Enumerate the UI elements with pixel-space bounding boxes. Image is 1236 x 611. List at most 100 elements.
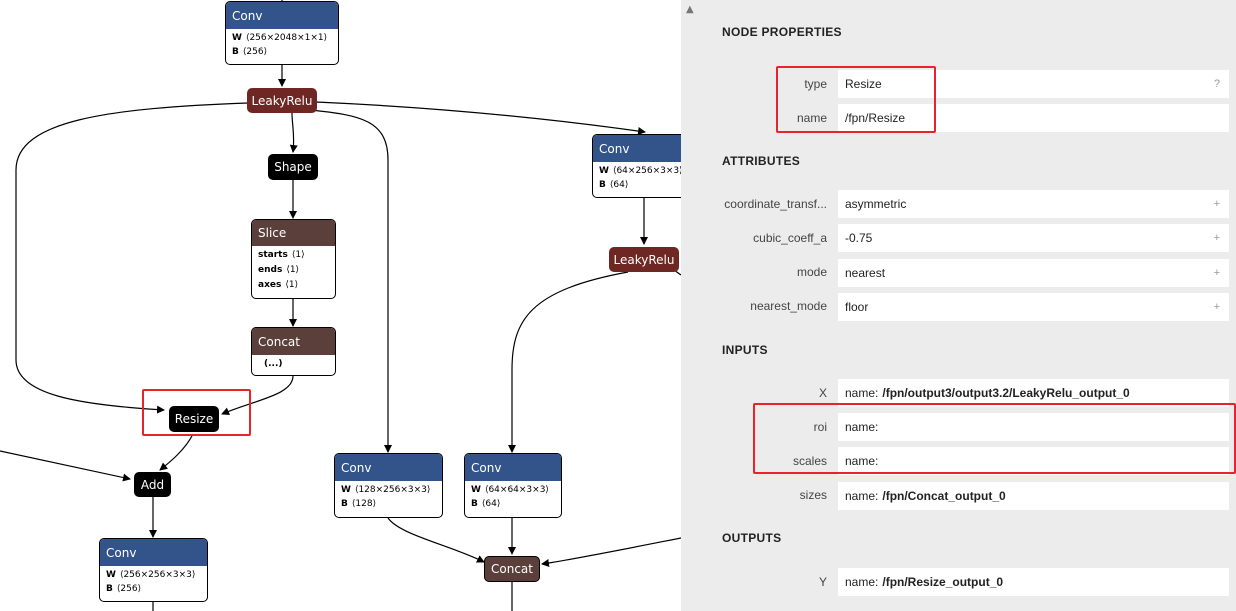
input-sizes[interactable]: name: /fpn/Concat_output_0: [838, 482, 1229, 510]
conv-node-body: W⟨64×256×3×3⟩ B⟨64⟩: [593, 162, 681, 195]
conv-node-title: Conv: [593, 135, 681, 162]
shape-node[interactable]: Shape: [268, 154, 318, 180]
bias-shape: ⟨256⟩: [116, 584, 142, 594]
weight-shape: ⟨64×256×3×3⟩: [612, 166, 681, 176]
input-name-value: /fpn/output3/output3.2/LeakyRelu_output_…: [882, 386, 1130, 400]
weight-shape: ⟨256×256×3×3⟩: [119, 570, 196, 580]
resize-label: Resize: [174, 412, 214, 426]
expand-icon[interactable]: +: [1213, 267, 1220, 279]
attr-nearest-mode[interactable]: floor +: [838, 293, 1229, 321]
bias-label: B: [471, 499, 478, 509]
properties-panel: ▲ NODE PROPERTIES type Resize ? name /fp…: [681, 0, 1236, 611]
leakyrelu-node[interactable]: LeakyRelu: [247, 88, 317, 113]
bias-shape: ⟨64⟩: [609, 180, 629, 190]
leakyrelu-label: LeakyRelu: [613, 252, 675, 267]
starts-value: ⟨1⟩: [291, 250, 305, 260]
conv-node-right[interactable]: Conv W⟨64×256×3×3⟩ B⟨64⟩: [592, 134, 681, 198]
type-value: Resize: [845, 77, 882, 91]
attr-value: -0.75: [845, 231, 873, 245]
input-name-prefix: name:: [845, 420, 879, 434]
expand-icon[interactable]: +: [1213, 232, 1220, 244]
bias-label: B: [341, 499, 348, 509]
weight-label: W: [471, 485, 481, 495]
add-node[interactable]: Add: [134, 472, 171, 497]
attr-label: mode: [796, 265, 827, 279]
attr-value: asymmetric: [845, 197, 907, 211]
input-roi[interactable]: name:: [838, 413, 1229, 441]
conv-node-top[interactable]: Conv W⟨256×2048×1×1⟩ B⟨256⟩: [225, 1, 339, 65]
bias-label: B: [599, 180, 606, 190]
conv-node-body: W⟨256×256×3×3⟩ B⟨256⟩: [100, 566, 207, 599]
concat-node[interactable]: Concat (...): [251, 327, 336, 376]
conv-node-bottom[interactable]: Conv W⟨256×256×3×3⟩ B⟨256⟩: [99, 538, 208, 602]
bias-shape: ⟨64⟩: [481, 499, 501, 509]
slice-node-title: Slice: [252, 220, 335, 246]
help-icon[interactable]: ?: [1213, 78, 1220, 90]
attr-mode[interactable]: nearest +: [838, 259, 1229, 287]
weight-shape: ⟨64×64×3×3⟩: [484, 485, 549, 495]
input-label: scales: [792, 454, 827, 468]
name-value: /fpn/Resize: [845, 111, 906, 125]
weight-shape: ⟨128×256×3×3⟩: [354, 485, 431, 495]
ends-label: ends: [258, 265, 283, 275]
attr-cubic-coeff-a[interactable]: -0.75 +: [838, 224, 1229, 252]
conv-node-mid[interactable]: Conv W⟨128×256×3×3⟩ B⟨128⟩: [334, 453, 443, 518]
name-field[interactable]: /fpn/Resize: [838, 104, 1229, 132]
slice-node[interactable]: Slice starts⟨1⟩ ends⟨1⟩ axes⟨1⟩: [251, 219, 336, 299]
input-name-prefix: name:: [845, 454, 879, 468]
input-name-prefix: name:: [845, 386, 879, 400]
output-name-value: /fpn/Resize_output_0: [882, 575, 1004, 589]
expand-icon[interactable]: +: [1213, 301, 1220, 313]
input-name-prefix: name:: [845, 489, 879, 503]
bias-label: B: [232, 47, 239, 57]
bias-label: B: [106, 584, 113, 594]
ends-value: ⟨1⟩: [286, 265, 300, 275]
weight-label: W: [232, 33, 242, 43]
output-label: Y: [818, 575, 827, 589]
output-name-prefix: name:: [845, 575, 879, 589]
name-label: name: [796, 111, 827, 125]
expand-icon[interactable]: +: [1213, 198, 1220, 210]
node-properties-title: NODE PROPERTIES: [722, 25, 842, 39]
type-field[interactable]: Resize ?: [838, 70, 1229, 98]
leakyrelu-label: LeakyRelu: [251, 93, 313, 108]
type-label: type: [804, 77, 827, 91]
axes-value: ⟨1⟩: [285, 280, 299, 290]
attr-coordinate-transform[interactable]: asymmetric +: [838, 190, 1229, 218]
input-label: roi: [813, 420, 827, 434]
concat-node-bottom[interactable]: Concat: [484, 556, 540, 582]
resize-node[interactable]: Resize: [169, 406, 219, 432]
attr-label: nearest_mode: [750, 299, 827, 313]
conv-node-title: Conv: [100, 539, 207, 566]
concat-node-title: Concat: [252, 328, 335, 355]
weight-shape: ⟨256×2048×1×1⟩: [245, 33, 328, 43]
input-x[interactable]: name: /fpn/output3/output3.2/LeakyRelu_o…: [838, 379, 1229, 407]
leakyrelu-node-right[interactable]: LeakyRelu: [609, 247, 679, 272]
attr-label: cubic_coeff_a: [753, 231, 827, 245]
outputs-title: OUTPUTS: [722, 531, 782, 545]
bias-shape: ⟨256⟩: [242, 47, 268, 57]
conv-node-mid2[interactable]: Conv W⟨64×64×3×3⟩ B⟨64⟩: [464, 453, 562, 518]
conv-node-title: Conv: [335, 454, 442, 481]
output-y[interactable]: name: /fpn/Resize_output_0: [838, 568, 1229, 596]
collapse-arrow-icon[interactable]: ▲: [686, 4, 694, 15]
conv-node-body: W⟨256×2048×1×1⟩ B⟨256⟩: [226, 29, 338, 62]
attr-label: coordinate_transf...: [724, 197, 827, 211]
axes-label: axes: [258, 280, 282, 290]
input-scales[interactable]: name:: [838, 447, 1229, 475]
attributes-title: ATTRIBUTES: [722, 154, 801, 168]
conv-node-body: W⟨64×64×3×3⟩ B⟨64⟩: [465, 481, 561, 514]
attr-value: nearest: [845, 266, 886, 280]
graph-canvas[interactable]: Conv W⟨256×2048×1×1⟩ B⟨256⟩ LeakyRelu Sh…: [0, 0, 681, 611]
concat-label: Concat: [491, 562, 533, 576]
conv-node-title: Conv: [465, 454, 561, 481]
attr-value: floor: [845, 300, 869, 314]
starts-label: starts: [258, 250, 288, 260]
slice-node-body: starts⟨1⟩ ends⟨1⟩ axes⟨1⟩: [252, 246, 335, 295]
input-name-value: /fpn/Concat_output_0: [882, 489, 1006, 503]
graph-edges: [0, 0, 681, 611]
inputs-title: INPUTS: [722, 343, 768, 357]
weight-label: W: [341, 485, 351, 495]
concat-node-body: (...): [264, 359, 283, 369]
input-label: sizes: [799, 488, 827, 502]
